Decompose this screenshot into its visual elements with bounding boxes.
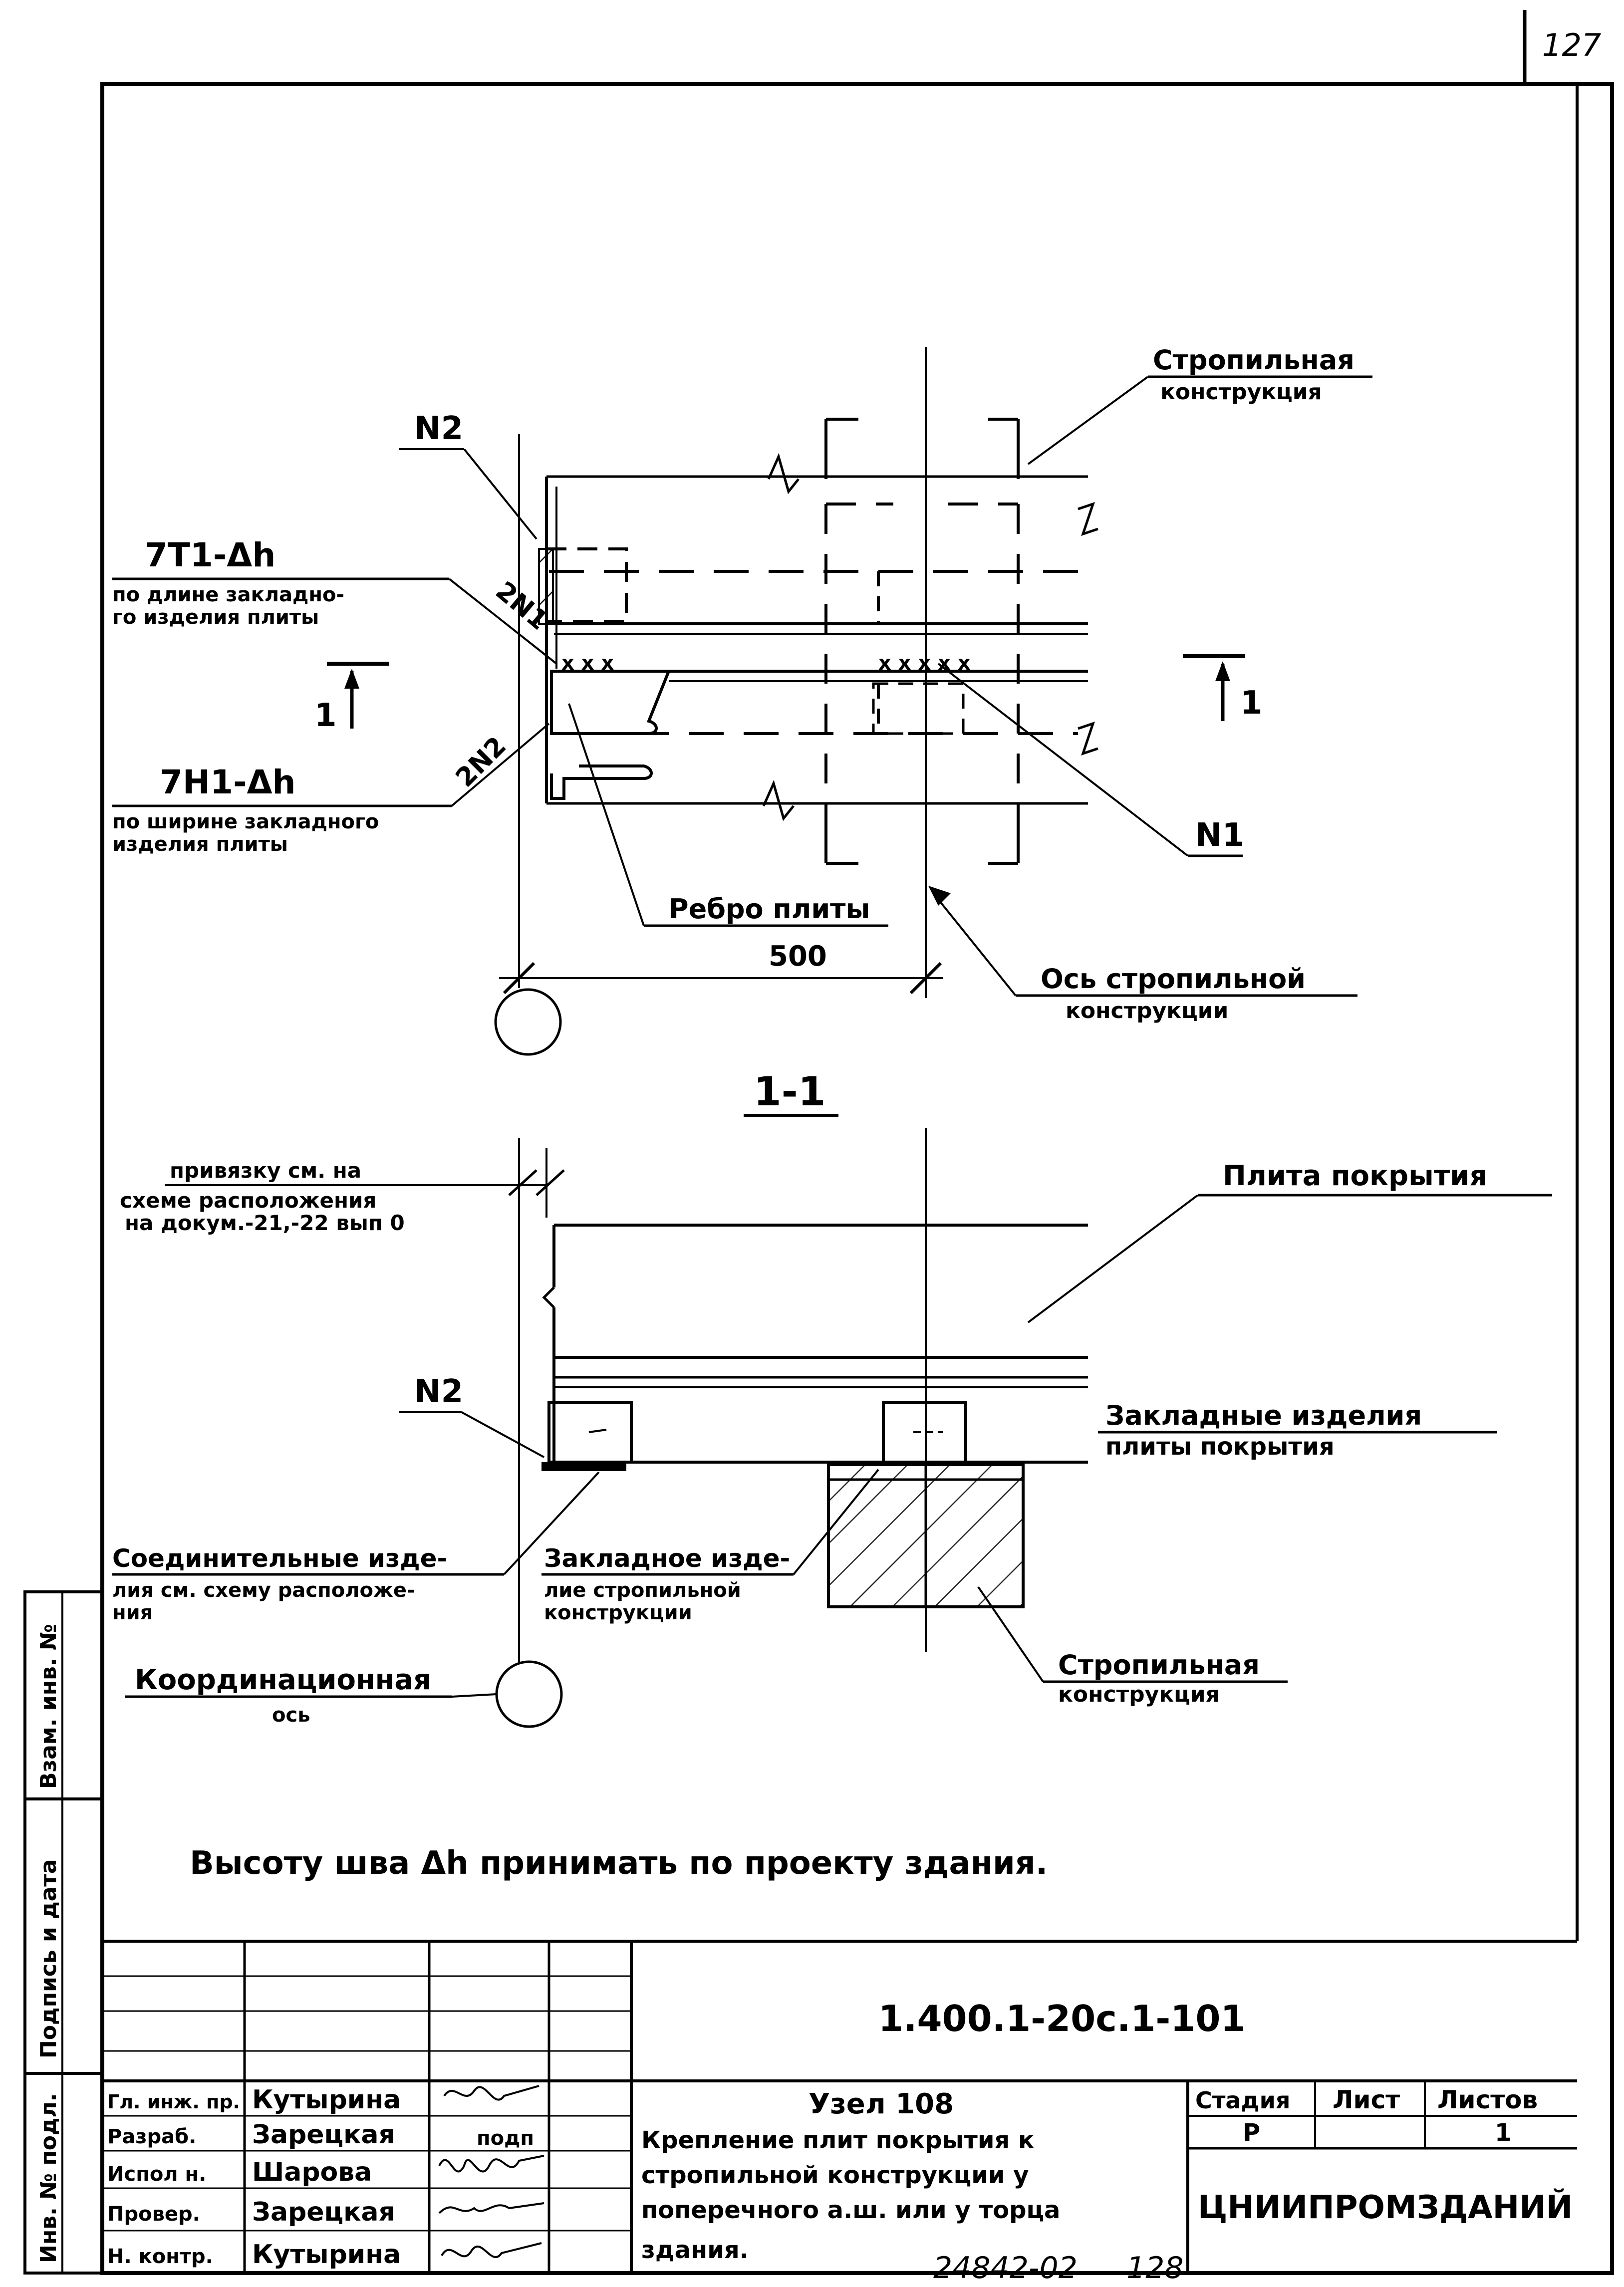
- signature-2-text: подп: [477, 2127, 534, 2150]
- role-4: Провер.: [107, 2203, 200, 2226]
- name-2: Зарецкая: [252, 2120, 395, 2150]
- weld-label-1: 7T1-Δh: [145, 536, 275, 574]
- sheets-label: Листов: [1437, 2085, 1538, 2114]
- slab-label: Плита покрытия: [1223, 1160, 1487, 1192]
- stage-value: Р: [1243, 2119, 1260, 2147]
- section-view: 1-1 привязку см. на схеме расположения н…: [112, 1068, 1552, 1728]
- section-marker-left: 1: [314, 697, 337, 734]
- weld-note-2-line1: по ширине закладного: [112, 810, 379, 833]
- organization: ЦНИИПРОМЗДАНИЙ: [1198, 2188, 1573, 2226]
- section-title: 1-1: [754, 1068, 826, 1115]
- page-number-top: 127: [1542, 27, 1601, 63]
- name-1: Кутырина: [252, 2085, 401, 2115]
- footer-archive-number: 24842-02: [933, 2251, 1078, 2286]
- plan-rafter-label-line1: Стропильная: [1153, 344, 1354, 376]
- stamp-signature-date: Подпись и дата: [36, 1859, 61, 2058]
- role-1: Гл. инж. пр.: [107, 2091, 240, 2113]
- sheet-label: Лист: [1333, 2085, 1400, 2114]
- axis-label-line2: конструкции: [1066, 998, 1228, 1023]
- embedded-rafter-label-line1: Закладное изде-: [544, 1544, 790, 1573]
- connecting-label-line3: ния: [112, 1601, 153, 1624]
- coord-axis-label-line1: Координационная: [135, 1664, 431, 1696]
- sheet-frame: [100, 10, 1614, 2275]
- rib-label: Ребро плиты: [669, 893, 870, 925]
- connecting-label-line1: Соединительные изде-: [112, 1544, 447, 1573]
- connecting-label-line2: лия см. схему расположе-: [112, 1579, 415, 1602]
- role-3: Испол н.: [107, 2163, 206, 2186]
- section-rafter-label-line1: Стропильная: [1058, 1649, 1260, 1681]
- plan-rafter-label-line2: конструкция: [1160, 379, 1322, 405]
- signature-4: [438, 2202, 544, 2214]
- role-2: Разраб.: [107, 2125, 196, 2148]
- footer: 24842-02 128: [933, 2251, 1283, 2286]
- embedded-rafter-label-line3: конструкции: [544, 1601, 692, 1624]
- side-stamp: Взам. инв. № Подпись и дата Инв. № подл.: [23, 1590, 104, 2275]
- signature-5: [441, 2242, 542, 2258]
- title-block: 1.400.1-20с.1-101 Гл. инж. пр. Разраб. И…: [102, 1940, 1577, 2273]
- weld-note-1-line1: по длине закладно-: [112, 583, 344, 606]
- signature-3: [438, 2155, 544, 2173]
- binding-note-line2: схеме расположения: [120, 1188, 376, 1213]
- drawing-title-line4: поперечного а.ш. или у торца: [641, 2196, 1060, 2224]
- name-5: Кутырина: [252, 2240, 401, 2270]
- axis-bubble-section: [495, 1660, 563, 1728]
- binding-note-line3: на докум.-21,-22 вып 0: [125, 1211, 405, 1235]
- embedded-slab-label-line1: Закладные изделия: [1105, 1400, 1422, 1431]
- binding-note-line1: привязку см. на: [170, 1158, 361, 1183]
- drawing-title-line3: стропильной конструкции у: [641, 2161, 1029, 2189]
- sheets-value: 1: [1495, 2119, 1511, 2147]
- weld-marks-left: x x x: [561, 652, 614, 675]
- section-marker-right: 1: [1240, 685, 1263, 722]
- plan-label-n1: N1: [1195, 817, 1244, 854]
- stamp-inv-vzam: Взам. инв. №: [36, 1624, 61, 1789]
- stamp-inv-original: Инв. № подл.: [36, 2093, 61, 2263]
- weld-label-2: 7H1-Δh: [160, 763, 296, 801]
- document-code: 1.400.1-20с.1-101: [878, 1998, 1246, 2039]
- embedded-rafter-label-line2: лие стропильной: [544, 1579, 741, 1602]
- name-4: Зарецкая: [252, 2197, 395, 2227]
- axis-label-line1: Ось стропильной: [1041, 963, 1306, 995]
- embedded-slab-label-line2: плиты покрытия: [1105, 1433, 1335, 1461]
- drawing-title-line1: Узел 108: [809, 2088, 954, 2120]
- weld-note-2-line2: изделия плиты: [112, 833, 288, 856]
- name-3: Шарова: [252, 2157, 372, 2187]
- axis-bubble-plan: [494, 988, 562, 1056]
- general-note: Высоту шва Δh принимать по проекту здани…: [190, 1845, 1048, 1882]
- connecting-plate: [541, 1462, 626, 1471]
- drawing-title-line2: Крепление плит покрытия к: [641, 2126, 1035, 2154]
- stage-label: Стадия: [1195, 2087, 1290, 2114]
- weld-marks-right: x x x x x: [878, 652, 971, 675]
- role-5: Н. контр.: [107, 2245, 213, 2268]
- weld-note-1-line2: го изделия плиты: [112, 606, 319, 629]
- coord-axis-label-line2: ось: [272, 1704, 310, 1727]
- section-rafter-label-line2: конструкция: [1058, 1682, 1220, 1707]
- drawing-title-line5: здания.: [641, 2236, 749, 2264]
- dimension-500: 500: [769, 940, 827, 973]
- footer-page-number: 128: [1126, 2251, 1184, 2286]
- plan-view: x x x x x x x x 2N1 2N2 500 1 1 N2 7T1-Δ…: [112, 344, 1372, 1056]
- plan-label-n2: N2: [414, 410, 463, 447]
- section-label-n2: N2: [414, 1373, 463, 1410]
- signature-1: [443, 2085, 540, 2101]
